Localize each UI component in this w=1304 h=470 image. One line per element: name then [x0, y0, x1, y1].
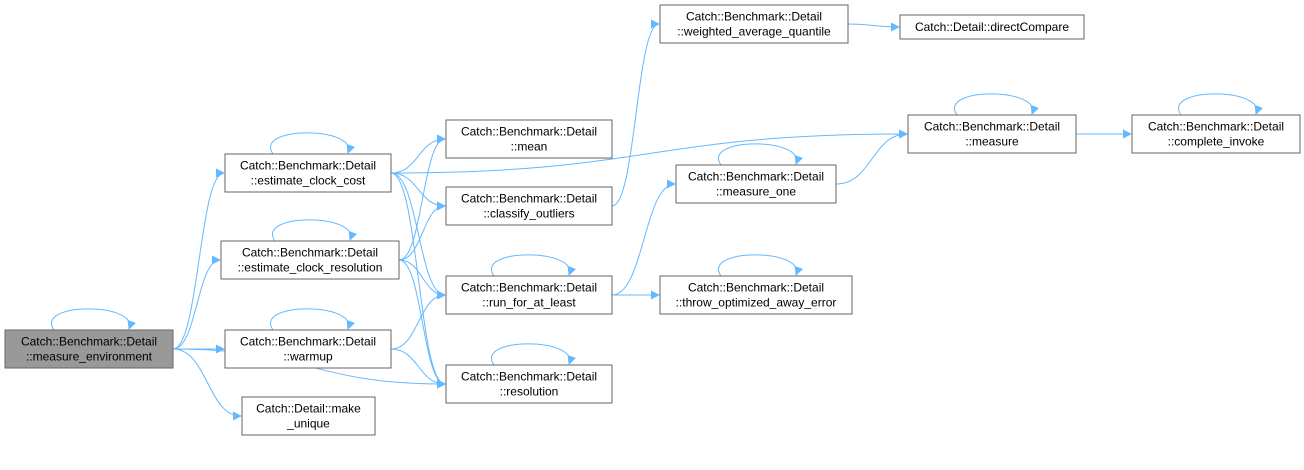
edge-measure_environment-to-measure_environment — [50, 308, 137, 331]
node-label-line: Catch::Benchmark::Detail — [688, 281, 824, 295]
edge-resolution-to-resolution — [490, 343, 577, 366]
node-warmup[interactable]: Catch::Benchmark::Detail::warmup — [224, 329, 392, 369]
node-label-line: Catch::Benchmark::Detail — [461, 192, 597, 206]
node-box[interactable] — [4, 329, 174, 369]
edge-measure_one-to-measure_one — [717, 143, 804, 166]
node-label-line: ::warmup — [283, 350, 333, 364]
node-label-line: Catch::Benchmark::Detail — [240, 335, 376, 349]
node-complete-invoke[interactable]: Catch::Benchmark::Detail::complete_invok… — [1131, 114, 1301, 154]
node-label-line: ::throw_optimized_away_error — [676, 296, 837, 310]
node-label-line: ::classify_outliers — [483, 207, 574, 221]
node-run-for-at-least[interactable]: Catch::Benchmark::Detail::run_for_at_lea… — [445, 275, 613, 315]
edge-measure-to-measure — [953, 93, 1040, 116]
node-label-line: ::measure_one — [716, 185, 796, 199]
node-box[interactable] — [445, 275, 613, 315]
edge-run_for_at_least-to-run_for_at_least — [490, 254, 577, 277]
node-box[interactable] — [445, 119, 613, 159]
node-box[interactable] — [241, 396, 376, 436]
node-label-line: Catch::Benchmark::Detail — [240, 159, 376, 173]
node-estimate-clock-cost[interactable]: Catch::Benchmark::Detail::estimate_clock… — [224, 153, 392, 193]
node-label-line: ::measure — [965, 135, 1019, 149]
node-label-line: ::weighted_average_quantile — [677, 25, 831, 39]
edge-estimate_clock_cost-to-resolution — [390, 172, 446, 389]
node-label-line: Catch::Benchmark::Detail — [686, 10, 822, 24]
node-label-line: ::measure_environment — [26, 350, 153, 364]
node-label-line: ::estimate_clock_cost — [251, 174, 366, 188]
node-label-line: Catch::Benchmark::Detail — [242, 246, 378, 260]
edge-warmup-to-warmup — [269, 308, 356, 331]
node-weighted-average-quantile[interactable]: Catch::Benchmark::Detail::weighted_avera… — [659, 4, 849, 44]
node-classify-outliers[interactable]: Catch::Benchmark::Detail::classify_outli… — [445, 186, 613, 226]
edge-measure_environment-to-estimate_clock_cost — [172, 168, 225, 350]
edge-run_for_at_least-to-measure_one — [611, 179, 676, 296]
node-estimate-clock-resolution[interactable]: Catch::Benchmark::Detail::estimate_clock… — [220, 240, 400, 280]
node-make-unique[interactable]: Catch::Detail::make_unique — [241, 396, 376, 436]
edge-estimate_clock_cost-to-measure — [390, 129, 908, 174]
node-label-line: ::complete_invoke — [1168, 135, 1265, 149]
node-box[interactable] — [899, 14, 1085, 40]
node-label-line: Catch::Benchmark::Detail — [924, 120, 1060, 134]
edge-estimate_clock_resolution-to-resolution — [398, 259, 446, 389]
node-label-line: Catch::Benchmark::Detail — [461, 281, 597, 295]
edge-measure_one-to-measure — [835, 129, 908, 185]
node-directCompare[interactable]: Catch::Detail::directCompare — [899, 14, 1085, 40]
node-box[interactable] — [659, 4, 849, 44]
node-box[interactable] — [1131, 114, 1301, 154]
node-mean[interactable]: Catch::Benchmark::Detail::mean — [445, 119, 613, 159]
node-box[interactable] — [907, 114, 1077, 154]
node-label-line: ::mean — [511, 140, 548, 154]
edge-warmup-to-run_for_at_least — [390, 290, 446, 350]
nodes-layer: Catch::Benchmark::Detail::measure_enviro… — [4, 4, 1301, 436]
node-measure[interactable]: Catch::Benchmark::Detail::measure — [907, 114, 1077, 154]
edge-classify_outliers-to-weighted_average_quantile — [611, 19, 660, 207]
node-box[interactable] — [224, 153, 392, 193]
node-throw-optimized-away-error[interactable]: Catch::Benchmark::Detail::throw_optimize… — [659, 275, 853, 315]
node-box[interactable] — [224, 329, 392, 369]
edge-estimate_clock_resolution-to-estimate_clock_resolution — [271, 219, 358, 242]
edge-complete_invoke-to-complete_invoke — [1177, 93, 1264, 116]
edge-weighted_average_quantile-to-directCompare — [847, 22, 900, 32]
node-label-line: ::resolution — [500, 385, 559, 399]
node-box[interactable] — [659, 275, 853, 315]
node-box[interactable] — [445, 186, 613, 226]
node-label-line: ::run_for_at_least — [482, 296, 576, 310]
edge-measure_environment-to-estimate_clock_resolution — [172, 255, 221, 350]
edge-estimate_clock_cost-to-mean — [390, 134, 446, 174]
edge-throw_optimized_away_error-to-throw_optimized_away_error — [717, 254, 804, 277]
node-measure-one[interactable]: Catch::Benchmark::Detail::measure_one — [675, 164, 837, 204]
edge-estimate_clock_resolution-to-classify_outliers — [398, 201, 446, 261]
edge-estimate_clock_resolution-to-run_for_at_least — [398, 259, 446, 300]
edge-measure_environment-to-make_unique — [172, 348, 242, 421]
node-label-line: Catch::Detail::directCompare — [915, 20, 1069, 34]
node-box[interactable] — [445, 364, 613, 404]
node-box[interactable] — [220, 240, 400, 280]
node-label-line: Catch::Benchmark::Detail — [461, 125, 597, 139]
edge-estimate_clock_cost-to-classify_outliers — [390, 172, 446, 211]
node-label-line: ::estimate_clock_resolution — [238, 261, 383, 275]
edge-warmup-to-resolution — [390, 348, 446, 389]
edge-estimate_clock_cost-to-run_for_at_least — [390, 172, 446, 300]
edge-estimate_clock_cost-to-estimate_clock_cost — [269, 132, 356, 155]
node-label-line: _unique — [286, 417, 330, 431]
node-label-line: Catch::Benchmark::Detail — [1148, 120, 1284, 134]
node-resolution[interactable]: Catch::Benchmark::Detail::resolution — [445, 364, 613, 404]
edge-estimate_clock_resolution-to-mean — [398, 134, 446, 261]
node-box[interactable] — [675, 164, 837, 204]
node-label-line: Catch::Benchmark::Detail — [21, 335, 157, 349]
node-measure-environment[interactable]: Catch::Benchmark::Detail::measure_enviro… — [4, 329, 174, 369]
node-label-line: Catch::Detail::make — [256, 402, 361, 416]
node-label-line: Catch::Benchmark::Detail — [461, 370, 597, 384]
node-label-line: Catch::Benchmark::Detail — [688, 170, 824, 184]
